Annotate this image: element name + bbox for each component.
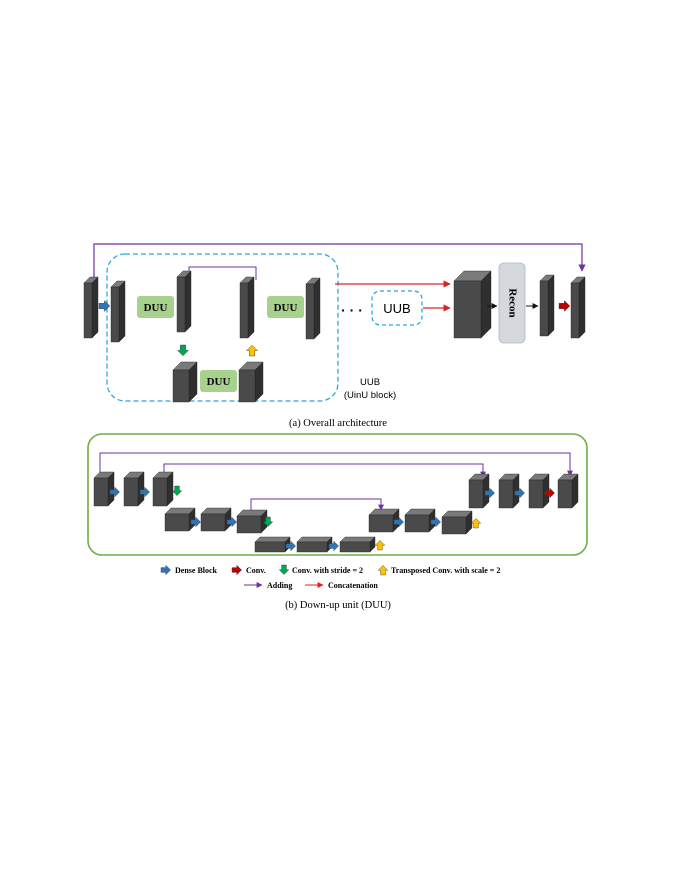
- legend-concatenation: Concatenation: [328, 581, 378, 590]
- legend-conv-icon: [231, 564, 242, 576]
- dense-block-arrow-input: [98, 300, 111, 312]
- duu-adding-line-outer: [99, 452, 573, 477]
- ellipsis: · · ·: [341, 302, 363, 318]
- duu-dense-arrow-mr1: [393, 516, 404, 528]
- duu-box-bottom: [200, 370, 237, 392]
- duu-box-left: [137, 296, 174, 318]
- duu-label-right: DUU: [274, 302, 298, 314]
- duu-top-right-block-1: [468, 473, 490, 509]
- duu-dense-arrow-m2: [226, 516, 237, 528]
- uub-bottom-block-right: [238, 361, 264, 403]
- uub-bottom-block-left: [172, 361, 198, 403]
- duu-dense-arrow-b1: [285, 540, 296, 552]
- duu-bottom-block-1: [254, 536, 291, 553]
- duu-label-bottom: DUU: [207, 376, 231, 388]
- duu-label-left: DUU: [144, 302, 168, 314]
- duu-dense-arrow-m1: [190, 516, 201, 528]
- duu-container: [87, 433, 588, 556]
- uub-box-label: UUB: [383, 301, 410, 316]
- recon-label: Recon: [506, 288, 518, 317]
- caption-b: (b) Down-up unit (DUU): [285, 600, 391, 611]
- recon-block: [498, 262, 526, 344]
- duu-stride-arrow-2: [262, 516, 274, 527]
- duu-top-block-2: [123, 471, 145, 507]
- duu-mid-right-block-3: [441, 510, 473, 535]
- legend-conv-stride: Conv. with stride = 2: [292, 566, 363, 575]
- uub-caption-line2: (UinU block): [344, 390, 396, 401]
- uub-input-block: [110, 280, 126, 343]
- input-feature-map: [83, 276, 99, 339]
- duu-stride-arrow-1: [171, 485, 183, 496]
- duu-mid-block-2: [200, 507, 232, 532]
- duu-mid-block-1: [164, 507, 196, 532]
- uub-output-block: [305, 277, 321, 340]
- legend-dense-block: Dense Block: [175, 566, 218, 575]
- duu-bottom-block-2: [296, 536, 333, 553]
- uub-caption-line1: UUB: [360, 377, 380, 388]
- uub-block-3: [239, 276, 255, 339]
- duu-transposed-arrow-1: [374, 540, 386, 551]
- stride-arrow-uub: [177, 344, 189, 357]
- uub-container: [106, 253, 339, 402]
- output-block: [570, 276, 586, 339]
- duu-bottom-block-3: [339, 536, 376, 553]
- duu-adding-line-inner: [250, 498, 384, 511]
- duu-blocks: [93, 471, 579, 553]
- global-adding-line: [93, 243, 586, 283]
- duu-top-block-3: [152, 471, 174, 507]
- legend-icons: [160, 564, 389, 576]
- duu-conv-arrow: [544, 487, 555, 499]
- legend-transposed: Transposed Conv. with scale = 2: [391, 566, 500, 575]
- legend: Dense Block Conv. Conv. with stride = 2 …: [160, 564, 500, 590]
- caption-a: (a) Overall architecture: [289, 418, 387, 429]
- duu-mid-block-3: [236, 509, 268, 534]
- duu-dense-arrow-tr1: [484, 487, 495, 499]
- duu-dense-arrow-mr2: [430, 516, 441, 528]
- duu-dense-arrow-t1: [109, 486, 120, 498]
- uub-box: [371, 290, 423, 326]
- duu-mid-right-block-1: [368, 508, 400, 533]
- duu-box-right: [267, 296, 304, 318]
- concat-block: [453, 270, 492, 339]
- uub-block-2: [176, 270, 192, 333]
- duu-diagram: Dense Block Conv. Conv. with stride = 2 …: [87, 433, 588, 611]
- post-recon-block: [539, 274, 555, 337]
- legend-adding: Adding: [267, 581, 292, 590]
- duu-dense-arrow-t2: [139, 486, 150, 498]
- duu-dense-arrow-b2: [328, 540, 339, 552]
- transposed-arrow-uub: [246, 344, 258, 357]
- legend-conv: Conv.: [246, 566, 266, 575]
- duu-mid-right-block-2: [404, 508, 436, 533]
- overall-blocks: [83, 270, 586, 403]
- duu-top-right-block-4: [557, 473, 579, 509]
- legend-stride-icon: [278, 564, 290, 575]
- uub-inner-adding-line: [188, 266, 257, 280]
- duu-top-block-1: [93, 471, 115, 507]
- conv-arrow-output: [558, 300, 571, 312]
- legend-dense-icon: [160, 564, 171, 576]
- duu-transposed-arrow-2: [470, 518, 482, 529]
- duu-adding-line-middle: [163, 463, 486, 478]
- legend-transposed-icon: [377, 565, 389, 576]
- duu-dense-arrow-tr2: [514, 487, 525, 499]
- overall-architecture: DUU DUU DUU · · · UUB UUB (UinU block) R…: [83, 243, 586, 429]
